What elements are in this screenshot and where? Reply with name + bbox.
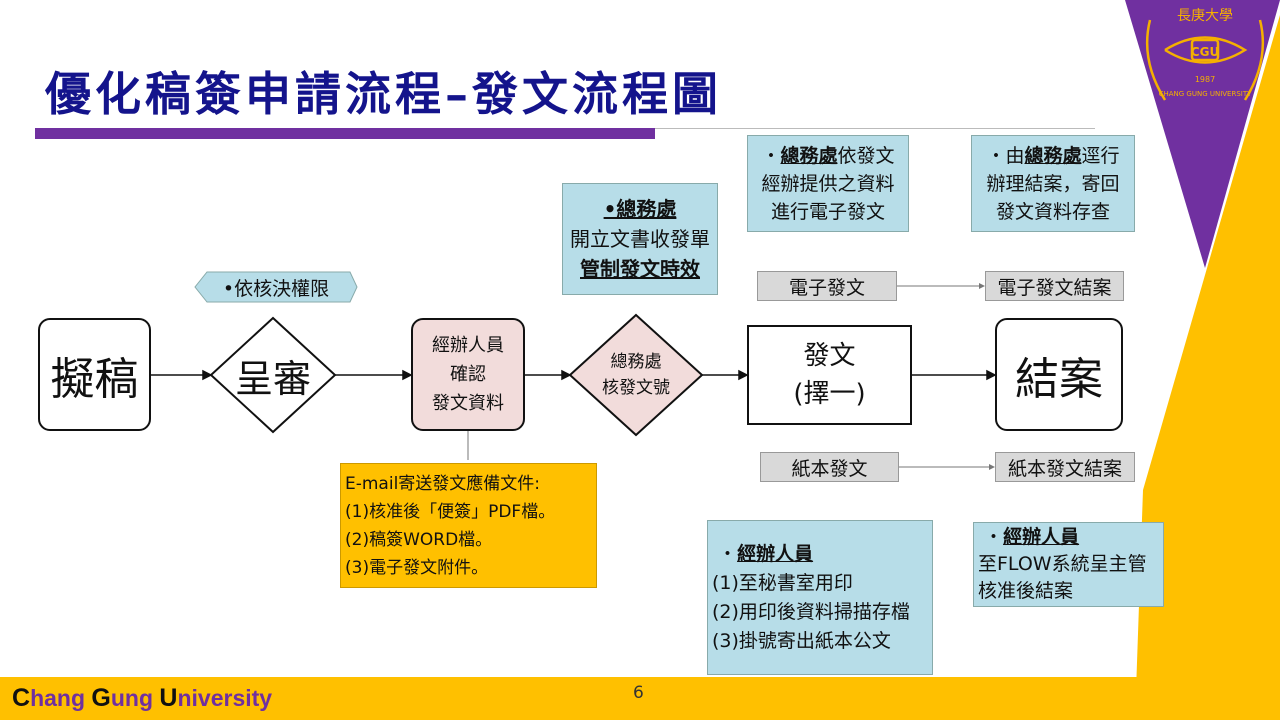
note-text: 逕行 [1081,144,1120,167]
node-submit: 呈審 [234,356,311,401]
node-text: 發文資料 [432,393,504,414]
note-email: E-mail寄送發文應備文件: (1)核准後「便簽」PDF檔。 (2)稿簽WORD檔… [340,463,597,588]
note-paper-close: ・經辦人員 至FLOW系統呈主管核准後結案 [973,522,1164,607]
note-text: 管制發文時效 [580,257,700,281]
footer-bar [0,677,1280,720]
note-text: (3)掛號寄出紙本公文 [712,629,891,652]
page-number: 6 [633,683,644,703]
title-underline [35,128,655,139]
node-close: 結案 [995,318,1123,431]
bullet: ・ [761,144,781,167]
note-text: E-mail寄送發文應備文件: [345,473,541,494]
note-head: •總務處 [603,197,677,221]
note-text: 依發文 [837,144,895,167]
note-text: 進行電子發文 [770,200,885,223]
node-text: 核發文號 [602,378,670,398]
note-text: (3)電子發文附件。 [345,557,489,578]
note-text: 核准後結案 [978,580,1074,602]
note-text: 至FLOW系統呈主管 [978,553,1147,575]
note-text: (2)稿簽WORD檔。 [345,529,493,550]
paper-close: 紙本發文結案 [995,452,1135,482]
node-draft: 擬稿 [38,318,151,431]
arrows [151,283,997,470]
yellow-banner [1135,15,1280,720]
purple-banner [1125,0,1280,268]
note-electronic-close: ・由總務處逕行 辦理結案，寄回 發文資料存查 [971,135,1135,232]
node-text: 發文 [803,341,856,371]
note-text: 開立文書收發單 [570,227,710,251]
electronic-close: 電子發文結案 [985,271,1124,301]
note-head: 經辦人員 [737,542,814,565]
divider [655,128,1095,129]
node-text: 確認 [450,364,486,385]
svg-text:長庚大學: 長庚大學 [1177,8,1233,24]
electronic-dispatch: 電子發文 [757,271,897,301]
svg-text:1987: 1987 [1195,75,1215,84]
page-title: 優化稿簽申請流程–發文流程圖 [45,67,722,121]
note-text: ・由 [986,144,1025,167]
note-text: (1)核准後「便簽」PDF檔。 [345,501,556,522]
svg-text:CHANG GUNG UNIVERSITY: CHANG GUNG UNIVERSITY [1159,90,1253,98]
note-text: (1)至秘書室用印 [712,571,853,594]
node-general-affairs: 總務處核發文號 [570,315,702,435]
authority-tag [194,271,358,303]
note-head: 經辦人員 [1003,526,1080,548]
note-paper-send: ・經辦人員 (1)至秘書室用印 (2)用印後資料掃描存檔 (3)掛號寄出紙本公文 [707,520,933,675]
paper-dispatch: 紙本發文 [760,452,899,482]
bullet: ・ [718,542,738,565]
ga-diamond [568,313,704,437]
submit-diamond [209,316,337,434]
node-text: 經辦人員 [432,335,504,356]
note-text: (2)用印後資料掃描存檔 [712,600,910,623]
note-ga-form: •總務處 開立文書收發單 管制發文時效 [562,183,718,295]
node-handler: 經辦人員確認發文資料 [411,318,525,431]
bullet: ・ [984,526,1004,548]
university-logo: CGU 長庚大學 1987 CHANG GUNG UNIVERSITY [1145,8,1265,101]
note-electronic-send: ・總務處依發文 經辦提供之資料 進行電子發文 [747,135,909,232]
note-text: 經辦提供之資料 [761,172,895,195]
note-text: 發文資料存查 [995,200,1110,223]
svg-text:CGU: CGU [1191,45,1219,59]
node-dispatch: 發文 (擇一) [747,325,912,425]
node-text: (擇一) [793,379,866,409]
node-text: 總務處 [610,352,662,372]
footer-university-name: Chang Gung University [12,684,273,712]
authority-label: •依核決權限 [222,277,330,300]
note-head: 總務處 [780,144,838,167]
note-text: 辦理結案，寄回 [986,172,1120,195]
note-head: 總務處 [1024,144,1082,167]
